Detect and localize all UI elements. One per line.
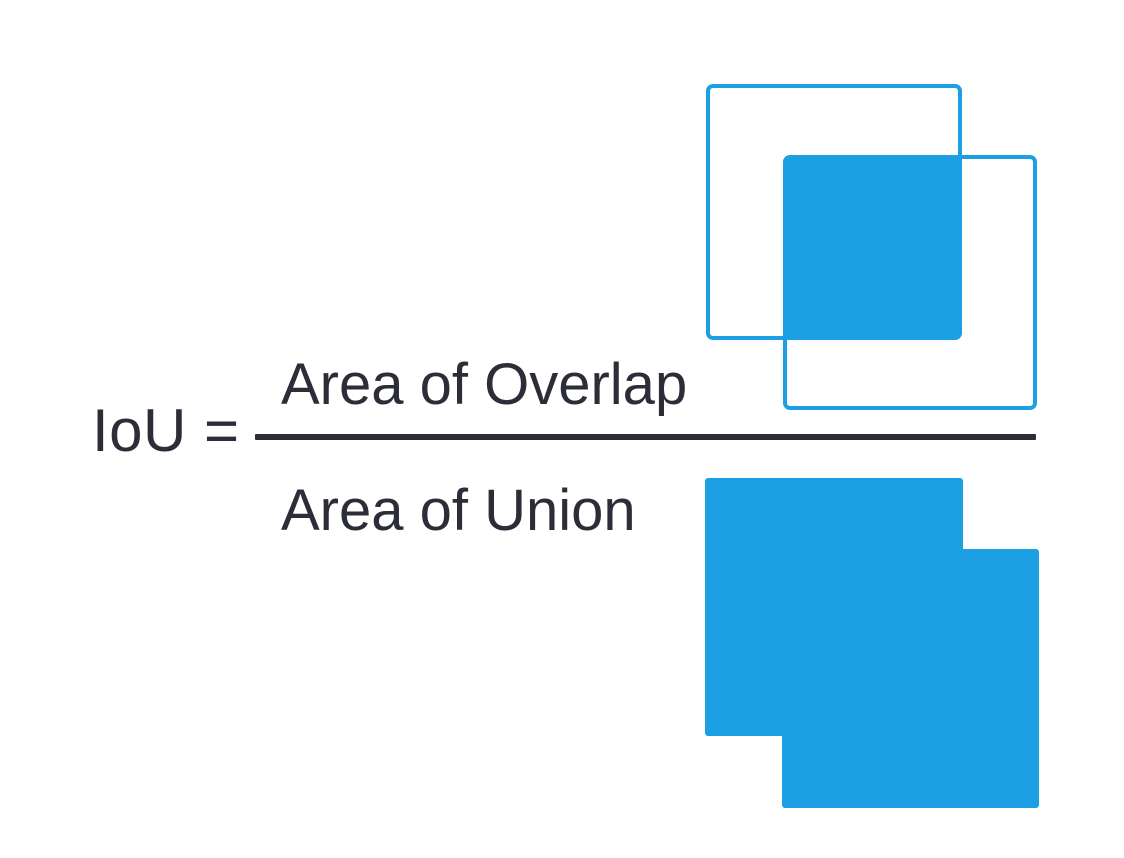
fraction-denominator-label: Area of Union bbox=[281, 478, 636, 543]
overlap-diagram-svg bbox=[706, 84, 1037, 410]
fraction-bar bbox=[255, 434, 1036, 440]
union-diagram bbox=[690, 462, 1060, 822]
union-filled-shape bbox=[705, 478, 1039, 808]
formula-lhs-label: IoU = bbox=[92, 397, 240, 464]
overlap-box-b-outline bbox=[783, 155, 1037, 410]
overlap-intersection-fill bbox=[785, 157, 960, 338]
overlap-diagram bbox=[690, 68, 1060, 428]
union-diagram-svg bbox=[705, 478, 1039, 808]
fraction-numerator-label: Area of Overlap bbox=[281, 352, 688, 417]
overlap-box-a-outline bbox=[706, 84, 962, 340]
